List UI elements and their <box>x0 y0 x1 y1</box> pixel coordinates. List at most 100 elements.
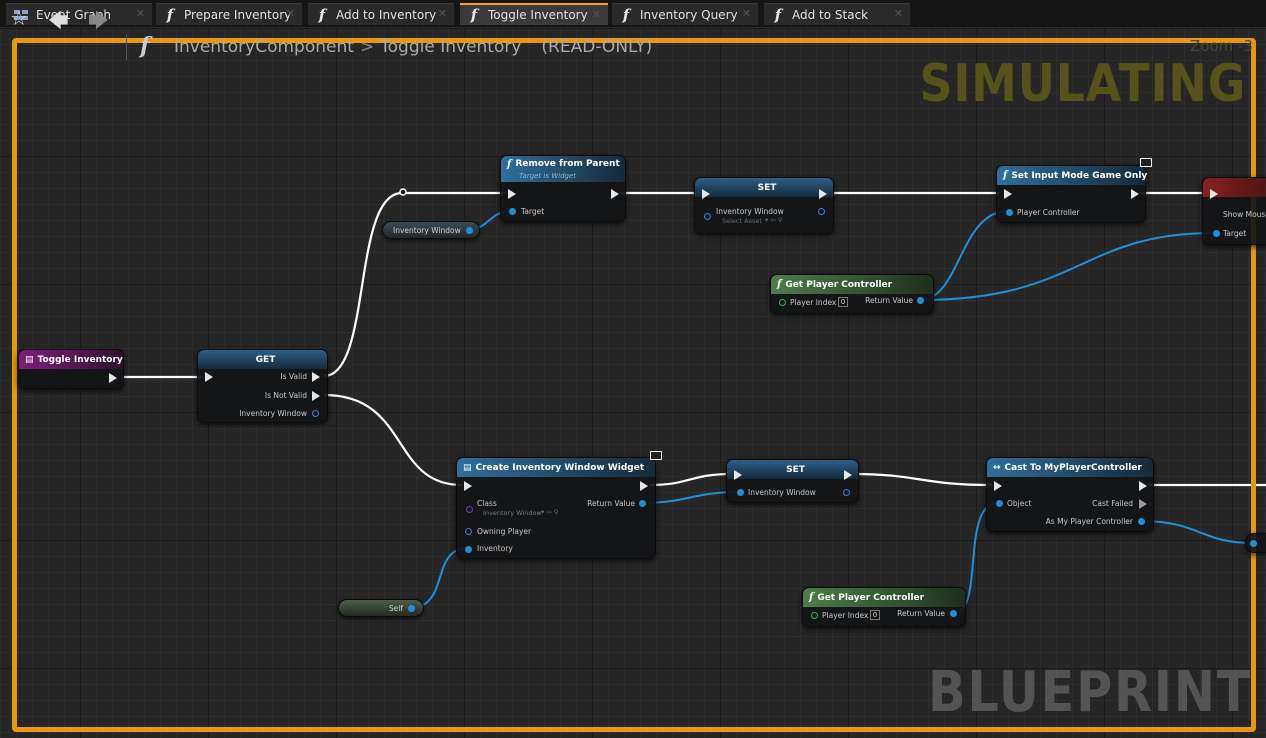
tab-event-graph[interactable]: Event Graph ✕ <box>6 3 152 25</box>
breadcrumb-separator: > <box>359 37 375 57</box>
close-icon[interactable]: ✕ <box>893 7 903 20</box>
tab-toggle-inventory[interactable]: f Toggle Inventory ✕ <box>460 3 608 25</box>
select-asset-dropdown[interactable]: Select Asset <box>722 217 762 225</box>
exec-out-pin[interactable] <box>611 189 619 199</box>
exec-in-pin[interactable] <box>464 481 472 491</box>
function-icon: f <box>622 5 630 24</box>
tab-prepare-inventory[interactable]: f Prepare Inventory ✕ <box>156 3 302 25</box>
tab-label: Add to Stack <box>792 7 869 22</box>
asset-picker-icons[interactable]: ▾ ⇦ ⚲ <box>765 216 783 224</box>
exec-in-pin[interactable] <box>205 372 213 382</box>
player-controller-label: Player Controller <box>1017 208 1080 217</box>
inventory-window-pin[interactable] <box>704 213 711 220</box>
as-player-controller-pin[interactable] <box>1138 518 1145 525</box>
create-widget-node[interactable]: ▤ Create Inventory Window Widget Class I… <box>456 457 656 559</box>
breadcrumb-function[interactable]: Toggle Inventory <box>380 37 522 57</box>
node-title: Cast To MyPlayerController <box>1004 462 1142 473</box>
player-controller-pin[interactable] <box>1006 209 1013 216</box>
validated-get-node[interactable]: GET Is Valid Is Not Valid Inventory Wind… <box>197 349 328 423</box>
set-inventory-window-node[interactable]: SET Inventory Window Select Asset ▾ ⇦ ⚲ <box>694 177 834 234</box>
target-pin[interactable] <box>1213 230 1220 237</box>
inventory-window-label: Inventory Window <box>239 409 307 418</box>
variable-out-pin[interactable] <box>466 227 473 234</box>
exec-out-pin[interactable] <box>1139 481 1147 491</box>
self-out-pin[interactable] <box>408 605 415 612</box>
breadcrumb-owner[interactable]: InventoryComponent <box>174 37 354 57</box>
set-show-mouse-node-partial[interactable]: Show Mouse Target <box>1202 177 1266 245</box>
input-pin[interactable] <box>1250 540 1257 547</box>
node-title: Get Player Controller <box>817 592 925 603</box>
object-pin[interactable] <box>996 500 1003 507</box>
is-valid-pin[interactable] <box>312 372 320 382</box>
exec-in-pin[interactable] <box>1004 189 1012 199</box>
is-valid-label: Is Valid <box>280 372 307 381</box>
zoom-level: Zoom -3 <box>1190 37 1253 55</box>
tab-add-to-inventory[interactable]: f Add to Inventory ✕ <box>308 3 454 25</box>
exec-out-pin[interactable] <box>1131 189 1139 199</box>
get-player-controller-node[interactable]: f Get Player Controller Player Index 0 R… <box>770 274 934 314</box>
player-index-input[interactable]: 0 <box>838 297 848 307</box>
graph-canvas[interactable] <box>0 28 1266 738</box>
partial-node[interactable] <box>1245 533 1266 553</box>
exec-in-pin[interactable] <box>1210 189 1218 199</box>
forward-arrow-icon[interactable]: 🡆 <box>88 8 109 32</box>
exec-out-pin[interactable] <box>819 189 827 199</box>
close-icon[interactable]: ✕ <box>135 7 145 20</box>
favorite-star-icon[interactable]: ☆ <box>10 6 28 30</box>
cast-node[interactable]: ↔ Cast To MyPlayerController Object Cast… <box>986 457 1154 532</box>
player-index-label: Player Index <box>790 298 837 307</box>
function-icon: f <box>809 592 814 603</box>
function-entry-node[interactable]: ▤ Toggle Inventory <box>18 349 124 389</box>
player-index-pin[interactable] <box>811 612 818 619</box>
self-reference-node[interactable]: Self <box>338 599 424 617</box>
is-not-valid-label: Is Not Valid <box>264 391 307 400</box>
set-inventory-window-node[interactable]: SET Inventory Window <box>726 459 859 503</box>
close-icon[interactable]: ✕ <box>591 8 601 21</box>
exec-out-pin[interactable] <box>844 470 852 480</box>
return-value-label: Return Value <box>865 296 913 305</box>
exec-in-pin[interactable] <box>994 481 1002 491</box>
class-pin[interactable] <box>466 506 473 513</box>
target-label: Target <box>1223 229 1247 238</box>
node-title: Create Inventory Window Widget <box>475 462 645 473</box>
inventory-window-variable[interactable]: Inventory Window <box>382 221 480 239</box>
back-arrow-icon[interactable]: 🡄 <box>48 8 69 32</box>
node-title: SET <box>757 182 777 193</box>
cast-failed-pin[interactable] <box>1139 499 1147 509</box>
return-value-pin[interactable] <box>639 500 646 507</box>
owning-player-pin[interactable] <box>465 528 472 535</box>
inventory-window-in-pin[interactable] <box>737 489 744 496</box>
player-index-input[interactable]: 0 <box>870 610 880 620</box>
output-pin[interactable] <box>843 489 850 496</box>
document-tab-bar: Event Graph ✕ f Prepare Inventory ✕ f Ad… <box>0 0 1266 28</box>
class-dropdown[interactable]: Inventory Window <box>483 509 542 517</box>
set-input-mode-node[interactable]: f Set Input Mode Game Only Player Contro… <box>996 165 1147 223</box>
tab-inventory-query[interactable]: f Inventory Query ✕ <box>612 3 758 25</box>
inventory-window-pin[interactable] <box>312 410 319 417</box>
output-pin[interactable] <box>818 208 825 215</box>
function-icon: f <box>1003 170 1008 181</box>
exec-in-pin[interactable] <box>508 189 516 199</box>
asset-picker-icons[interactable]: ▾ ⇦ ⚲ <box>541 508 559 516</box>
exec-out-pin[interactable] <box>640 481 648 491</box>
exec-in-pin[interactable] <box>734 470 742 480</box>
close-icon[interactable]: ✕ <box>437 7 447 20</box>
function-icon: f <box>166 5 174 24</box>
tab-label: Prepare Inventory <box>184 7 292 22</box>
inventory-label: Inventory <box>477 544 513 553</box>
remove-from-parent-node[interactable]: f Remove from Parent Target is Widget Ta… <box>500 155 626 222</box>
exec-out-pin[interactable] <box>109 373 117 383</box>
tab-add-to-stack[interactable]: f Add to Stack ✕ <box>764 3 910 25</box>
is-not-valid-pin[interactable] <box>312 391 320 401</box>
get-player-controller-node[interactable]: f Get Player Controller Player Index 0 R… <box>802 587 966 627</box>
exec-in-pin[interactable] <box>702 189 710 199</box>
as-player-controller-label: As My Player Controller <box>1045 517 1133 526</box>
player-index-pin[interactable] <box>779 299 786 306</box>
return-value-pin[interactable] <box>917 297 924 304</box>
target-pin[interactable] <box>509 208 516 215</box>
close-icon[interactable]: ✕ <box>741 7 751 20</box>
return-value-pin[interactable] <box>950 610 957 617</box>
close-icon[interactable]: ✕ <box>285 7 295 20</box>
node-header <box>1203 178 1266 197</box>
inventory-pin[interactable] <box>465 546 472 553</box>
